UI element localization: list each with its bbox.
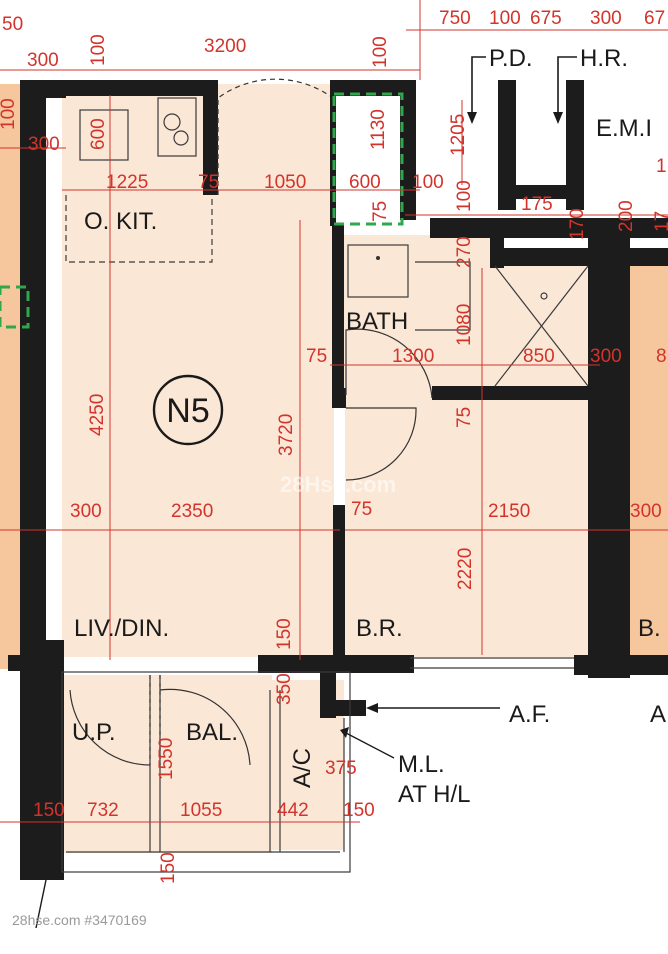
dim-bt-150: 150 [33,800,65,821]
floor-balcony [62,675,272,853]
pd-arrow [471,56,486,118]
room-open-kitchen: O. KIT. [84,208,157,235]
dim-b-8: 8 [656,346,667,367]
image-credit: 28hse.com #3470169 [12,912,147,928]
dim-b-270: 270 [454,236,475,268]
dim-k-1130: 1130 [368,109,389,150]
watermark: 28Hse.com [280,472,396,497]
dim-b-1300: 1300 [392,346,434,367]
north-pointer [35,879,47,929]
dim-k-1225: 1225 [106,172,148,193]
dim-b-850: 850 [523,346,555,367]
dim-l-2350: 2350 [171,501,213,522]
dim-k-600: 600 [88,118,109,150]
dim-s-100: 100 [454,180,475,212]
pd-arrowhead [467,112,477,124]
dim-top-100a: 100 [489,8,521,29]
dim-top-300b: 300 [27,50,59,71]
dim-s-175: 175 [521,194,553,215]
dim-bt-732: 732 [87,800,119,821]
unit-label: N5 [166,392,209,430]
dim-b-300: 300 [590,346,622,367]
label-pd: P.D. [489,45,533,72]
dim-l-300: 300 [70,501,102,522]
dim-s-200: 200 [616,200,637,232]
room-utility-platform: U.P. [72,719,116,746]
hr-arrow [557,56,577,118]
annotations: P.D. H.R. A.F. A M.L. AT H/L [35,45,666,929]
dim-l-3720: 3720 [276,414,297,456]
dim-top-100c: 100 [370,36,391,68]
floor-shower [490,262,590,390]
dim-top-675: 675 [530,8,562,29]
dim-br-75: 75 [351,499,372,520]
dim-s-17: 17 [652,211,668,232]
room-bedroom-right: B. [638,615,661,642]
floor-kitchen-top [212,84,332,98]
ml-arrow [345,732,395,759]
dim-k-75b: 75 [370,201,391,222]
label-ml-line2: AT H/L [398,781,470,808]
room-ac-platform: A/C [289,748,316,788]
dim-s-1: 1 [656,156,667,177]
dim-br-2220: 2220 [455,548,476,590]
doors [69,78,433,766]
room-living-dining: LIV./DIN. [74,615,169,642]
dim-l-350: 350 [274,673,295,705]
dim-pd-1205: 1205 [448,114,469,156]
room-bath: BATH [346,308,408,335]
dim-top-3200: 3200 [204,36,246,57]
dim-b-75: 75 [306,346,327,367]
dim-left-300: 300 [28,134,60,155]
room-emr: E.M.I [596,115,652,142]
af-arrowhead [366,703,378,713]
ml-arrowhead [340,727,349,738]
dim-top-750: 750 [439,8,471,29]
dim-l-150: 150 [274,618,295,650]
dim-k-100: 100 [412,172,444,193]
dim-top-50: 50 [2,14,23,35]
dim-bt-1055: 1055 [180,800,222,821]
dim-k-75: 75 [198,172,219,193]
dim-b-1080: 1080 [454,304,475,346]
dim-bt-150c: 150 [158,852,179,884]
floor-bedroom [345,395,590,657]
ml-line2-span: AT H/L [398,781,470,808]
dim-l-375: 375 [325,758,357,779]
dim-br-2150: 2150 [488,501,530,522]
label-hr: H.R. [580,45,628,72]
dim-top-67: 67 [644,8,665,29]
dim-l-1550: 1550 [156,738,177,780]
dim-k-600b: 600 [349,172,381,193]
dim-top-300a: 300 [590,8,622,29]
dim-k-1050: 1050 [264,172,306,193]
hr-arrowhead [553,112,563,124]
room-bedroom: B.R. [356,615,403,642]
dim-top-100b: 100 [88,34,109,66]
dim-left-100: 100 [0,98,19,130]
side-unit-right [628,262,668,656]
dimension-labels: 750 100 675 300 67 50 300 100 3200 100 1… [0,8,668,884]
dimension-lines [0,0,668,823]
label-ml-line1: M.L. [398,751,445,778]
walls [8,80,668,880]
label-af: A.F. [509,701,550,728]
room-labels: O. KIT. BATH LIV./DIN. B.R. U.P. BAL. A/… [72,115,661,788]
dim-s-170: 170 [567,208,588,240]
dim-br-300: 300 [630,501,662,522]
fixtures [0,92,589,873]
room-balcony: BAL. [186,719,238,746]
dim-bt-442: 442 [277,800,309,821]
unit-circle [152,374,224,446]
dim-l-4250: 4250 [87,394,108,436]
dim-b-75b: 75 [454,407,475,428]
floor-main [62,95,334,657]
dim-bt-150b: 150 [343,800,375,821]
label-af-right: A [650,701,666,728]
